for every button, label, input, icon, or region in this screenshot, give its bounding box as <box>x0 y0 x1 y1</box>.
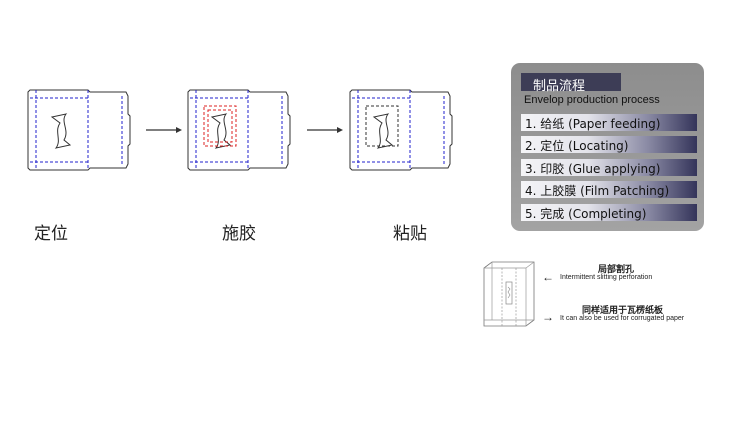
panel-subtitle: Envelop production process <box>524 94 660 106</box>
process-step-1: 1. 给纸 (Paper feeding) <box>521 114 697 131</box>
note-perforation-cn: 局部割孔 <box>598 265 635 275</box>
arrow-left-icon: ← <box>542 270 554 284</box>
process-step-2: 2. 定位 (Locating) <box>521 136 697 153</box>
process-step-5: 5. 完成 (Completing) <box>521 204 697 221</box>
envelope-step-glue <box>187 89 291 171</box>
production-process-panel: 制品流程 Envelop production process 1. 给纸 (P… <box>511 63 704 231</box>
arrow-right-small-icon: → <box>542 310 554 324</box>
step-label-locating: 定位 <box>34 224 68 244</box>
note-perforation-en: Intermittent slitting perforation <box>560 274 653 281</box>
process-step-3: 3. 印胶 (Glue applying) <box>521 159 697 176</box>
arrow-right-icon <box>307 127 343 133</box>
panel-title: 制品流程 <box>533 79 586 94</box>
envelope-step-locating <box>27 89 131 171</box>
note-corrugated-en: It can also be used for corrugated paper <box>560 315 685 322</box>
corrugated-box-sketch <box>483 261 535 327</box>
note-corrugated-cn: 同样适用于瓦楞纸板 <box>582 306 664 316</box>
step-label-patch: 粘贴 <box>393 224 427 244</box>
process-step-4: 4. 上胶膜 (Film Patching) <box>521 181 697 198</box>
arrow-right-icon <box>146 127 182 133</box>
panel-title-bar <box>521 73 621 91</box>
envelope-step-patch <box>349 89 453 171</box>
step-label-glue: 施胶 <box>222 224 256 244</box>
